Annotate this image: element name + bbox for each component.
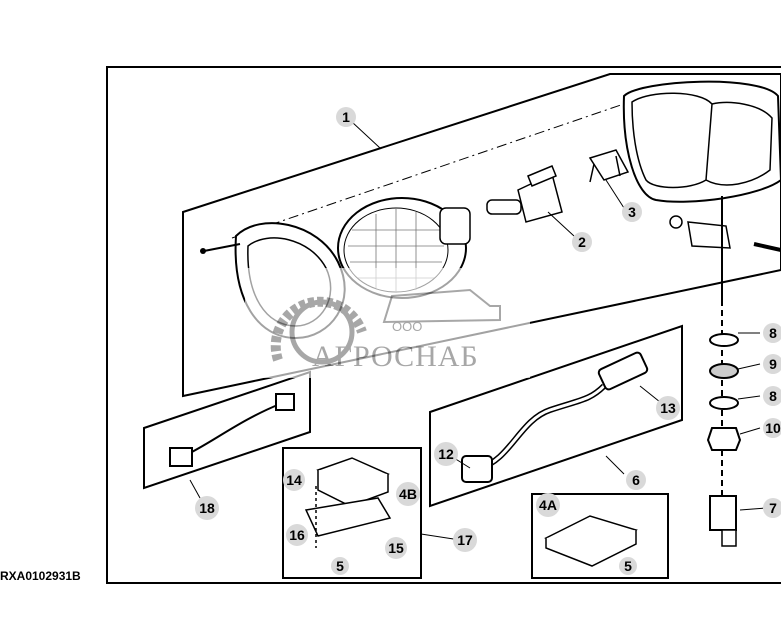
nut-10 <box>706 427 742 451</box>
washer-8-lower <box>709 396 739 410</box>
callout-8-lower: 8 <box>763 386 781 406</box>
callout-8-upper: 8 <box>763 323 781 343</box>
callout-5-kit17: 5 <box>331 557 349 575</box>
svg-text:15: 15 <box>388 540 404 556</box>
work-lamp-housing <box>622 80 781 203</box>
bezel-screw <box>200 243 241 254</box>
callout-4a: 4A <box>536 493 560 517</box>
svg-text:8: 8 <box>769 325 777 341</box>
adapter-harness-panel <box>143 370 311 490</box>
callout-10: 10 <box>763 418 781 438</box>
wiring-harness <box>461 351 649 483</box>
callout-2: 2 <box>572 232 592 252</box>
svg-text:8: 8 <box>769 388 777 404</box>
callout-5-kit4a: 5 <box>619 557 637 575</box>
svg-text:10: 10 <box>765 420 781 436</box>
harness-panel <box>429 324 683 508</box>
kit-panel-17 <box>282 447 422 579</box>
svg-text:18: 18 <box>199 500 215 516</box>
bulb-clip <box>588 149 630 183</box>
control-module-4b <box>304 457 392 548</box>
callout-14: 14 <box>283 469 305 491</box>
callout-15: 15 <box>385 537 407 559</box>
callout-16: 16 <box>286 524 308 546</box>
svg-text:ООО: ООО <box>392 319 422 334</box>
kit-panel-4a <box>531 493 669 579</box>
lamp-connector <box>709 495 737 547</box>
callout-17: 17 <box>453 528 477 552</box>
callouts: 1 2 3 4A 4B 5 5 6 7 8 8 9 10 12 13 14 15… <box>195 107 781 575</box>
svg-text:6: 6 <box>632 472 640 488</box>
lamp-assembly-panel <box>182 73 781 398</box>
halogen-bulb <box>486 165 563 223</box>
mounting-bracket <box>669 196 781 300</box>
svg-text:14: 14 <box>286 472 302 488</box>
callout-3: 3 <box>622 202 642 222</box>
callout-7: 7 <box>763 498 781 518</box>
figure-reference-code: RXA0102931B <box>0 569 81 583</box>
adapter-harness <box>169 393 295 467</box>
callout-18: 18 <box>195 496 219 520</box>
svg-text:13: 13 <box>660 400 676 416</box>
callout-6: 6 <box>626 470 646 490</box>
svg-text:9: 9 <box>769 356 777 372</box>
callout-1: 1 <box>336 107 356 127</box>
washer-8-upper <box>709 333 739 347</box>
control-module-4a <box>544 515 638 567</box>
svg-text:7: 7 <box>769 500 777 516</box>
diagram-frame <box>106 66 781 584</box>
leader-lines <box>189 121 767 541</box>
svg-text:17: 17 <box>457 532 473 548</box>
svg-text:АГРОСНАБ: АГРОСНАБ <box>312 340 479 373</box>
callout-9: 9 <box>763 354 781 374</box>
agrosnab-watermark: ООО АГРОСНАБ <box>245 268 530 378</box>
svg-text:5: 5 <box>624 558 632 574</box>
svg-text:16: 16 <box>289 527 305 543</box>
svg-text:4A: 4A <box>539 497 557 513</box>
rubber-washer-9 <box>709 363 739 379</box>
callout-13: 13 <box>656 396 680 420</box>
svg-text:1: 1 <box>342 109 350 125</box>
svg-text:3: 3 <box>628 204 636 220</box>
alignment-line <box>231 94 651 239</box>
svg-text:12: 12 <box>438 446 454 462</box>
svg-text:2: 2 <box>578 234 586 250</box>
svg-text:5: 5 <box>336 558 344 574</box>
callout-12: 12 <box>434 442 458 466</box>
callout-4b: 4B <box>396 482 420 506</box>
svg-text:4B: 4B <box>399 486 417 502</box>
